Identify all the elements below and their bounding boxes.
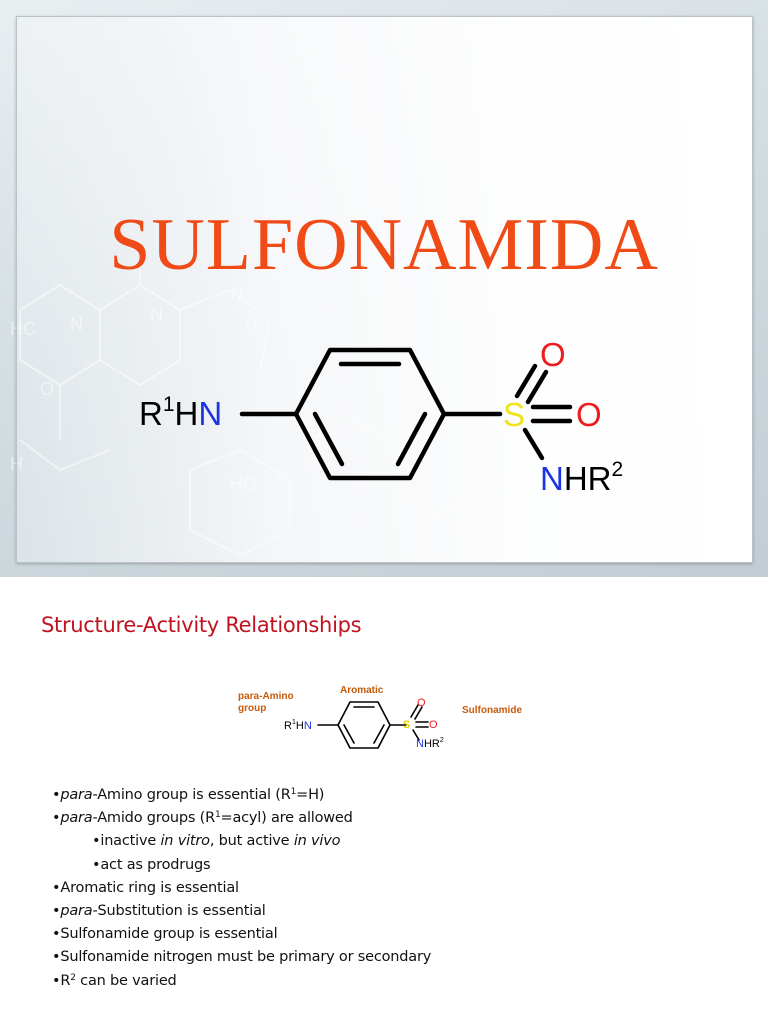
amide-nitrogen-label: N bbox=[540, 460, 564, 497]
bond-s-n bbox=[522, 427, 545, 461]
sulfur-label-large: S bbox=[503, 396, 526, 433]
sulfonamide-label: Sulfonamide bbox=[462, 705, 523, 716]
r2-superscript-small: 2 bbox=[439, 737, 444, 744]
list-item: •Sulfonamide nitrogen must be primary or… bbox=[52, 949, 432, 966]
list-item: •act as prodrugs bbox=[92, 856, 211, 873]
r1-superscript-small: 1 bbox=[291, 719, 296, 726]
r2-superscript: 2 bbox=[611, 458, 624, 481]
title-panel bbox=[16, 16, 753, 563]
slide-title-text: SULFONAMIDA bbox=[109, 204, 659, 286]
list-item: •para-Amido groups (R1=acyl) are allowed bbox=[52, 810, 353, 827]
r1-label: R bbox=[139, 395, 163, 432]
r1hn-label-small: R1HN bbox=[284, 719, 312, 732]
list-item: •R2 can be varied bbox=[52, 972, 177, 989]
para-amino-group-label: para-Amino group bbox=[238, 691, 294, 715]
sulfonamide-structure-small bbox=[317, 701, 429, 749]
h-label: H bbox=[174, 395, 199, 432]
oxygen-top-label-small: O bbox=[417, 697, 426, 709]
sulfonamide-structure-large bbox=[239, 347, 573, 481]
r1-superscript: 1 bbox=[162, 393, 175, 416]
nhr2-label-small: NHR2 bbox=[416, 737, 444, 750]
sulfur-label-small: S bbox=[403, 719, 411, 731]
slide-sar: Structure-Activity Relationships para-Am… bbox=[0, 577, 768, 1024]
list-item: •para-Amino group is essential (R1=H) bbox=[52, 787, 325, 803]
r1-label-small: R bbox=[284, 720, 292, 732]
oxygen-right-label-small: O bbox=[429, 719, 438, 731]
sar-title: Structure-Activity Relationships bbox=[41, 613, 362, 637]
group-text: group bbox=[238, 703, 267, 714]
list-item: •Aromatic ring is essential bbox=[52, 879, 239, 896]
list-item: •Sulfonamide group is essential bbox=[52, 926, 278, 943]
benzene-ring bbox=[293, 347, 447, 481]
oxygen-right-label-large: O bbox=[576, 396, 602, 433]
amide-nitrogen-label-small: N bbox=[416, 738, 424, 750]
amine-nitrogen-label: N bbox=[198, 395, 223, 432]
r1hn-label-large: R1HN bbox=[139, 394, 223, 432]
sar-bullet-list: •para-Amino group is essential (R1=H) •p… bbox=[52, 784, 431, 993]
h-label-small: H bbox=[295, 720, 304, 732]
list-item: •para-Substitution is essential bbox=[52, 902, 266, 919]
hr-label-small: HR bbox=[423, 738, 440, 750]
aromatic-label: Aromatic bbox=[340, 685, 384, 696]
hr-label: HR bbox=[563, 460, 612, 497]
slide-title: HC N O N N H H HC N SULFONAMIDA bbox=[0, 0, 768, 577]
nhr2-label-large: NHR2 bbox=[540, 459, 623, 497]
oxygen-top-label-large: O bbox=[540, 336, 566, 373]
list-item: •inactive in vitro, but active in vivo bbox=[92, 833, 341, 850]
amine-nitrogen-label-small: N bbox=[303, 720, 312, 732]
para-amino-text: para-Amino bbox=[238, 691, 294, 702]
